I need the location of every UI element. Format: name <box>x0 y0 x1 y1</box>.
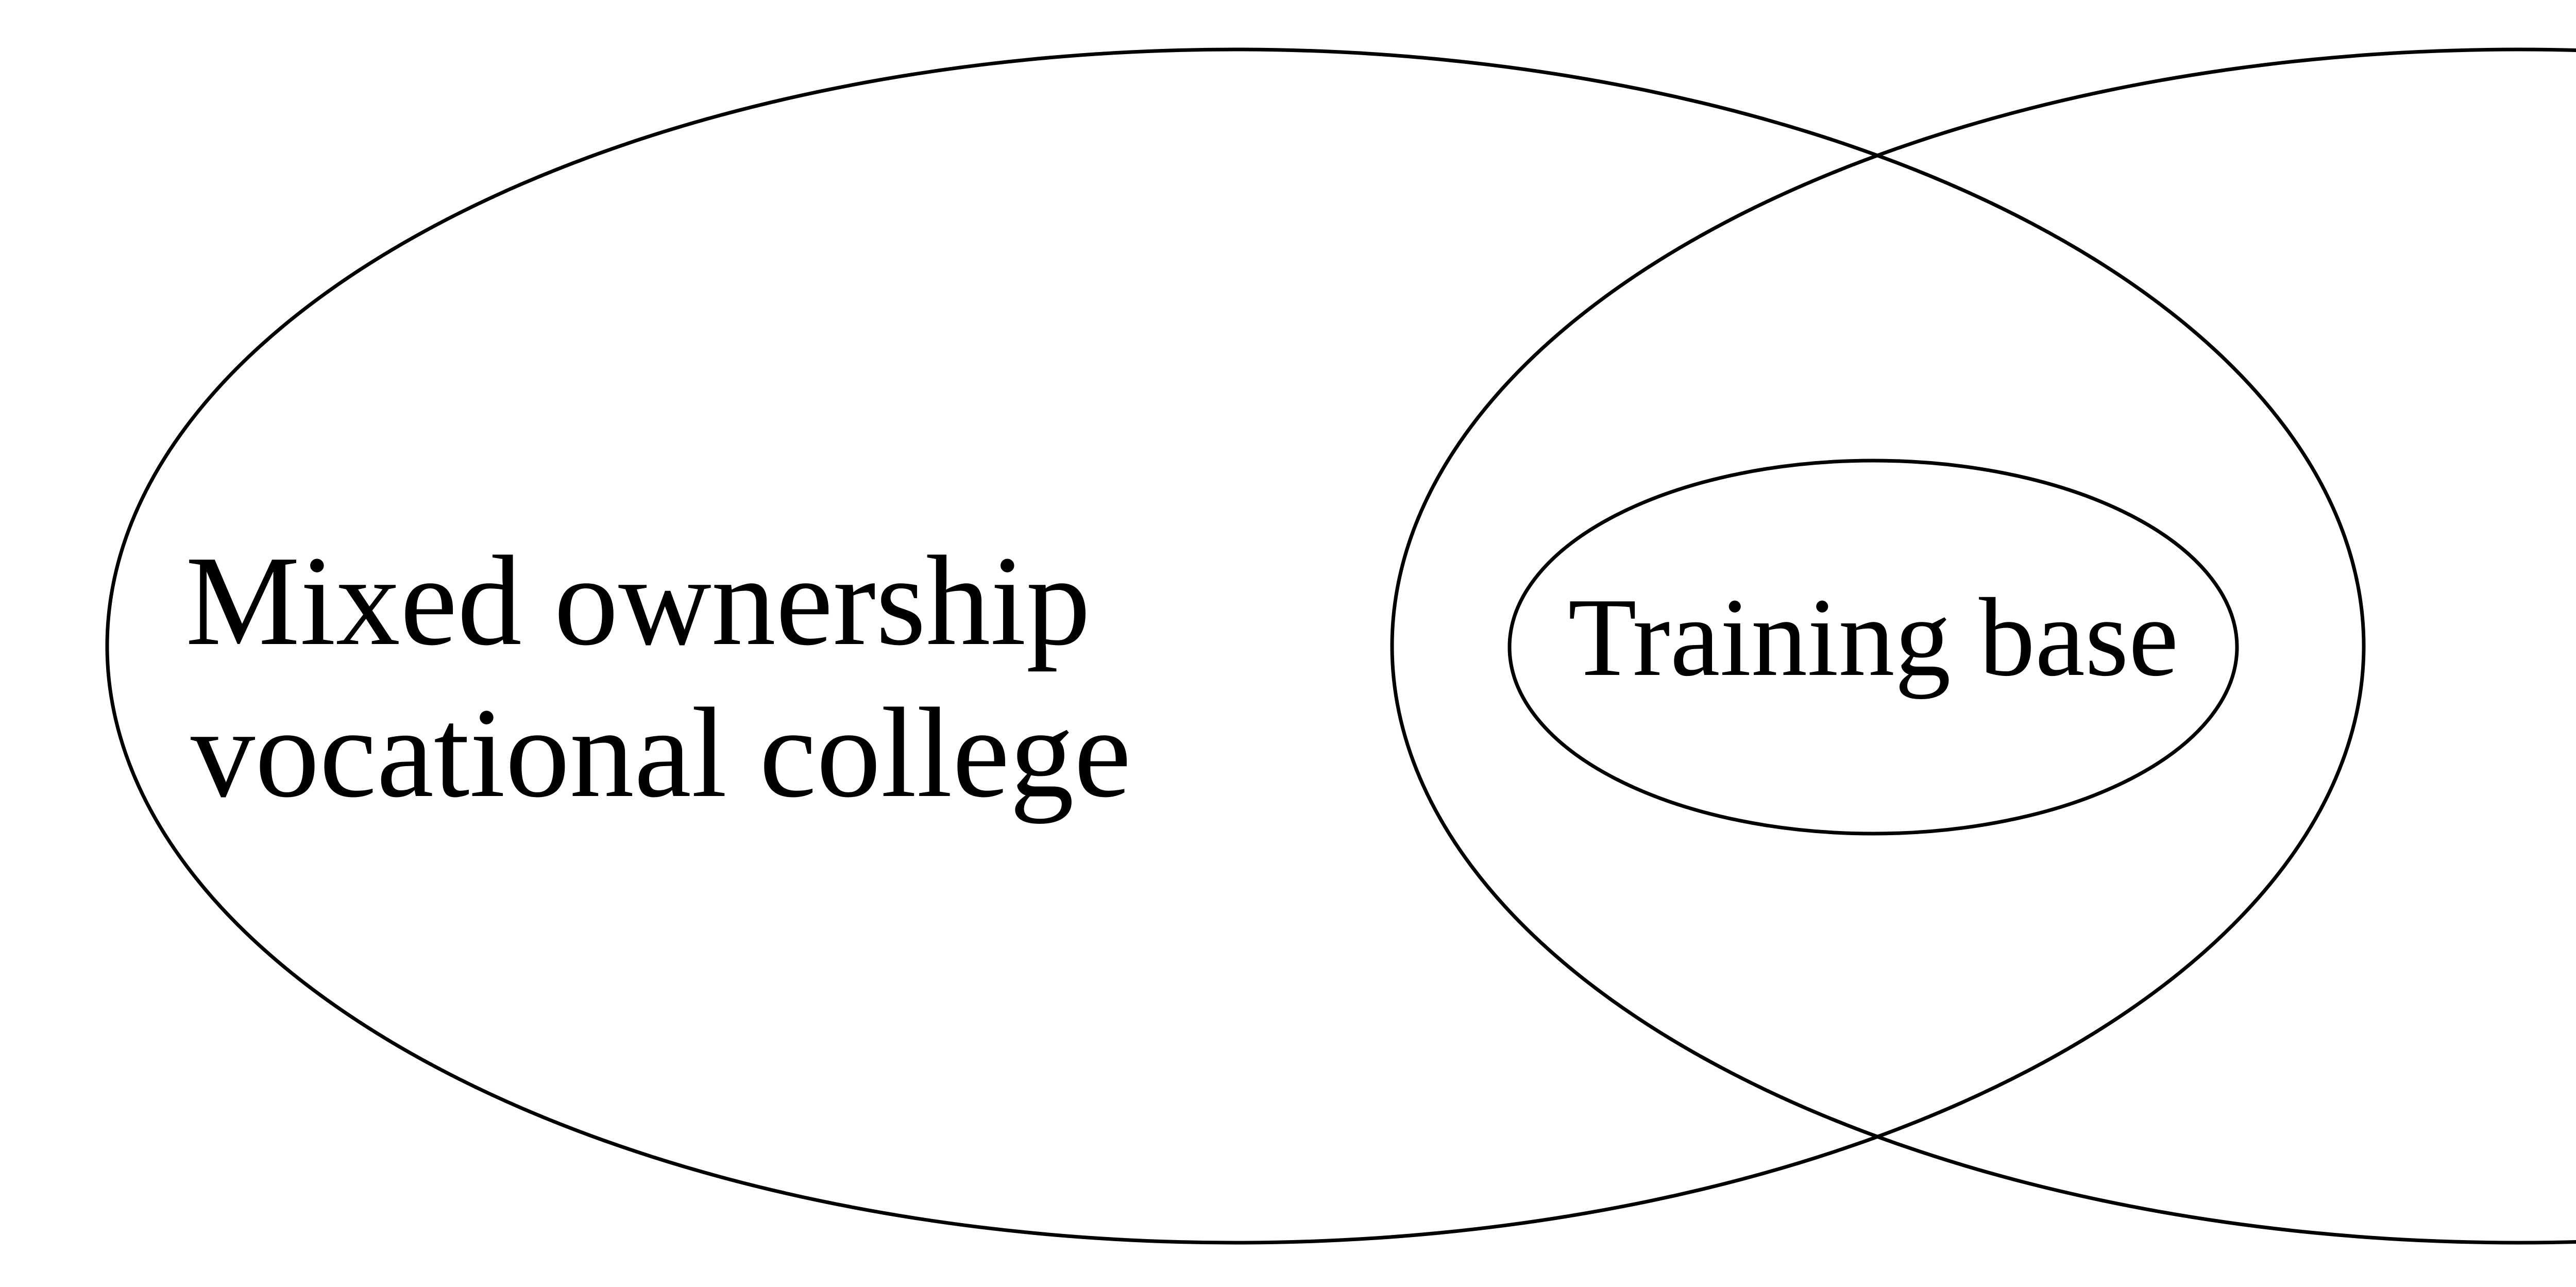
college-label-line2: vocational college <box>191 682 1131 824</box>
college-ellipse <box>105 47 2366 1245</box>
training-base-ellipse <box>1507 459 2239 836</box>
college-label-line1: Mixed ownership <box>185 530 1091 672</box>
training-base-label: Training base <box>1568 575 2179 700</box>
enterprises-ellipse <box>1391 47 2576 1245</box>
